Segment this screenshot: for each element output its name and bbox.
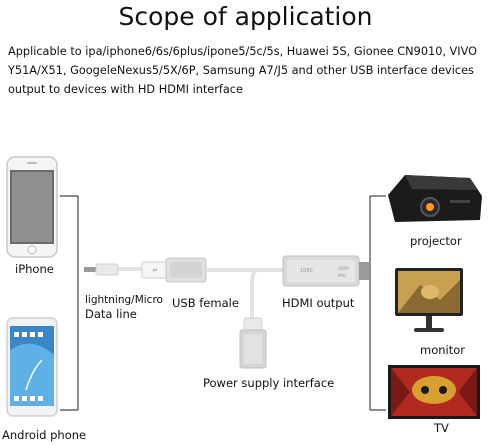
svg-text:MHL: MHL <box>338 273 347 278</box>
tv-label: TV <box>434 421 449 435</box>
monitor-label: monitor <box>420 343 465 357</box>
tv-image <box>388 365 480 419</box>
adapter-cable: ⇌ 1080 HDMI MHL <box>84 255 369 369</box>
left-bracket <box>60 195 79 411</box>
description-text: Applicable to ipa/iphone6/6s/6plus/ipone… <box>8 45 478 96</box>
lightning-label-line2: Data line <box>85 307 137 321</box>
page-title: Scope of application <box>118 2 373 31</box>
iphone-image <box>6 156 58 258</box>
projector-label: projector <box>410 234 462 248</box>
android-phone-image <box>6 317 58 417</box>
android-phone-label: Android phone <box>2 428 87 442</box>
monitor-image <box>395 268 463 332</box>
power-supply-label: Power supply interface <box>203 376 335 390</box>
usb-female-label: USB female <box>172 296 239 310</box>
svg-text:1080: 1080 <box>300 268 313 274</box>
lightning-label-line1: lightning/Micro <box>85 294 163 306</box>
hdmi-output-label: HDMI output <box>282 296 355 310</box>
svg-text:⇌: ⇌ <box>152 267 157 274</box>
svg-text:HDMI: HDMI <box>338 266 349 271</box>
right-bracket <box>369 195 386 411</box>
projector-image <box>388 175 482 222</box>
iphone-label: iPhone <box>15 262 54 276</box>
